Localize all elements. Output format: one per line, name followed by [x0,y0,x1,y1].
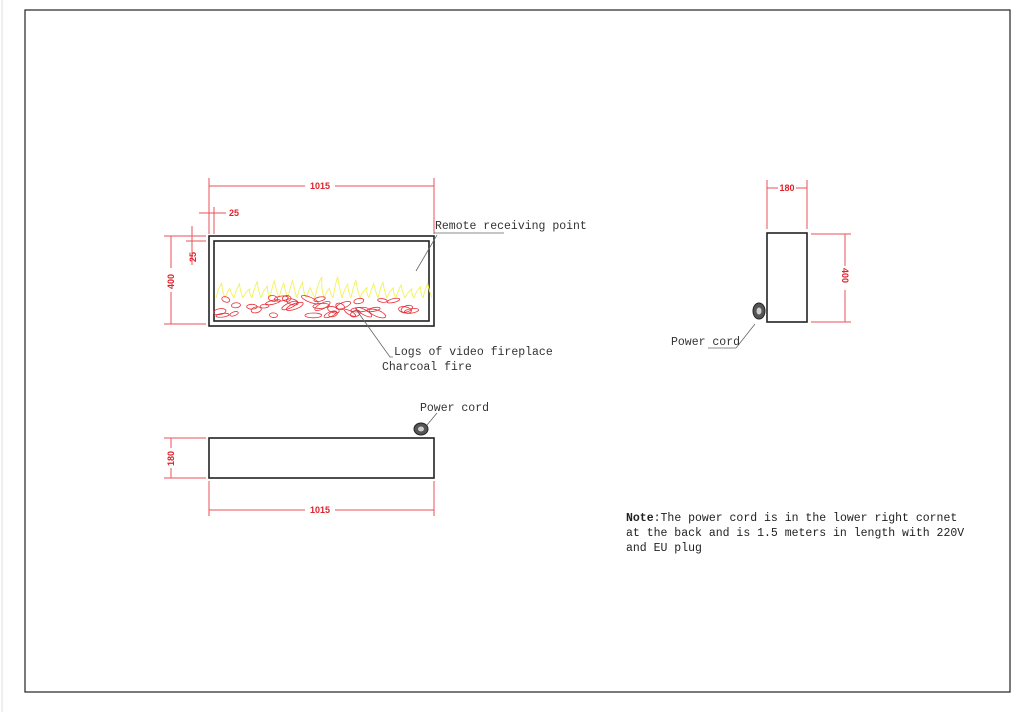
log-mark [356,306,373,318]
top-label-power-cord: Power cord [420,402,489,415]
flame-mark [269,279,280,299]
front-outer-frame [208,235,435,327]
flame-mark [287,278,298,299]
flame-mark [215,281,226,299]
front-width-dimension [208,178,435,234]
top-depth-dimension [164,437,206,479]
log-mark [250,306,262,314]
log-mark [377,298,388,303]
log-mark [386,297,401,304]
log-mark [400,304,413,313]
log-mark [353,297,365,305]
side-power-plug-icon [752,302,766,320]
log-mark [285,301,304,311]
side-depth-label: 180 [779,183,794,193]
flame-mark [395,283,406,299]
front-view: 1015 25 25 400 Remote receiving point Lo… [164,178,587,374]
flame-mark [305,286,316,299]
log-mark [282,295,292,302]
flame-mark [404,287,415,299]
log-mark [215,312,230,318]
top-view: Power cord 180 1015 [164,402,489,516]
flame-mark [251,280,262,299]
side-depth-dimension [766,180,808,229]
log-mark [327,306,340,314]
log-mark [229,311,239,317]
side-label-power-cord: Power cord [671,336,740,349]
label-remote-receiving-point: Remote receiving point [435,220,587,233]
log-mark [246,303,258,310]
flame-mark [413,285,424,299]
log-mark [313,296,326,302]
fire-illustration [213,276,433,319]
drawing-frame [24,9,1011,693]
note-text-1: :The power cord is in the lower right co… [654,512,958,525]
side-view: Power cord 180 400 [671,180,851,349]
power-plug-icon [413,422,429,436]
log-mark [368,308,387,319]
flame-mark [296,280,307,299]
flame-mark [341,282,352,299]
note-bold: Note [626,512,654,525]
side-height-dimension [811,233,851,323]
flame-mark [350,278,361,299]
flame-mark [359,286,370,299]
log-mark [323,310,337,319]
flame-mark [278,281,289,299]
log-mark [259,303,270,309]
front-width-label: 1015 [310,181,330,191]
log-mark [231,302,241,309]
log-mark [403,308,420,314]
log-mark [328,311,338,318]
side-power-leader [735,323,756,349]
top-power-leader [426,412,438,426]
log-mark [314,300,331,311]
front-height-label: 400 [166,274,176,289]
flame-mark [368,282,379,299]
frame-x-label: 25 [229,208,239,218]
note-line-3: and EU plug [626,542,702,555]
flame-mark [314,276,325,299]
note-line-2: at the back and is 1.5 meters in length … [626,527,964,540]
frame-x-dimension [199,207,226,234]
side-body [766,232,808,323]
log-mark [344,309,357,317]
top-width-label: 1015 [310,505,330,515]
remote-leader [415,234,438,272]
side-height-label: 400 [840,268,850,283]
top-body [208,437,435,479]
log-mark [304,312,323,319]
log-mark [265,299,281,306]
log-mark [221,296,231,303]
front-height-dimension [164,235,206,325]
log-mark [267,295,279,302]
frame-y-dimension [186,226,206,265]
log-mark [273,295,289,302]
flame-mark [224,287,235,299]
label-charcoal-fire: Charcoal fire [382,361,472,374]
flame-mark [233,282,244,299]
frame-y-label: 25 [188,252,198,262]
top-depth-label: 180 [166,451,176,466]
log-mark [281,300,298,311]
label-logs: Logs of video fireplace [394,346,553,359]
log-mark [301,295,319,305]
flame-mark [260,284,271,299]
log-mark [398,306,412,314]
log-mark [213,308,227,316]
flame-mark [377,280,388,299]
note-line-1: Note:The power cord is in the lower righ… [626,512,957,525]
logs-leader [354,307,393,358]
flame-mark [332,276,343,299]
front-screen [213,240,430,322]
top-width-dimension [208,481,435,516]
log-mark [269,312,278,318]
flame-mark [242,287,253,299]
flame-mark [323,287,334,299]
flame-mark [386,286,397,299]
flame-mark [422,281,433,299]
